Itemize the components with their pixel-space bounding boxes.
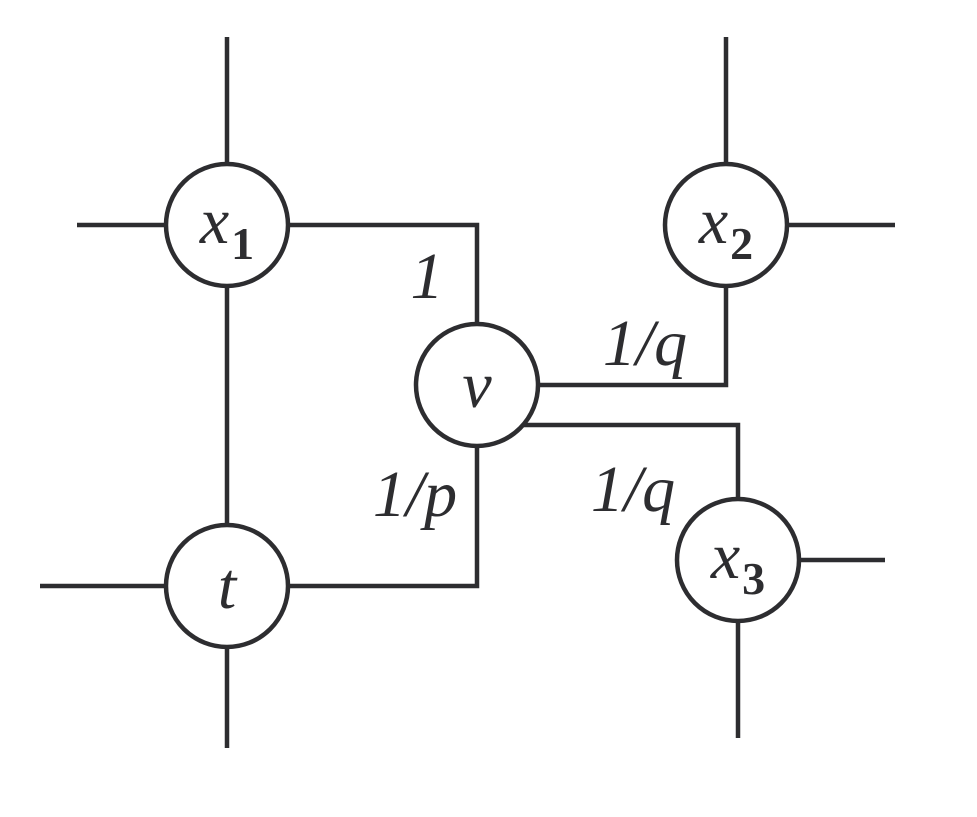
node-label-sub-x2: 2 — [730, 218, 753, 269]
node-label-base-x2: x — [698, 185, 728, 258]
node-label-x1: x1 — [199, 185, 254, 269]
node-x3: x3 — [674, 496, 802, 624]
node-label-x3: x3 — [710, 520, 765, 604]
node-label-sub-x1: 1 — [231, 218, 254, 269]
node-circle-v — [413, 321, 541, 449]
node-circle-x1 — [163, 161, 291, 289]
node-x1: x1 — [163, 161, 291, 289]
edge-v-t — [227, 385, 480, 589]
node-label-sub-x3: 3 — [742, 553, 765, 604]
node-circle-t — [163, 522, 291, 650]
node-label-t: t — [218, 550, 238, 623]
node-label-base-x1: x — [199, 185, 229, 258]
node-label-x2: x2 — [698, 185, 753, 269]
node-x2: x2 — [662, 161, 790, 289]
node-v: v — [413, 321, 541, 449]
edge-label-weight-v-x3: 1/q — [591, 453, 675, 526]
node-t: t — [163, 522, 291, 650]
node-circle-x2 — [662, 161, 790, 289]
node-label-v: v — [462, 349, 492, 422]
edge-label-weight-x1-v: 1 — [411, 240, 444, 313]
node-circle-x3 — [674, 496, 802, 624]
edge-label-weight-v-x2: 1/q — [603, 307, 687, 380]
edge-label-weight-v-t: 1/p — [373, 458, 457, 531]
node-label-base-x3: x — [710, 520, 740, 593]
